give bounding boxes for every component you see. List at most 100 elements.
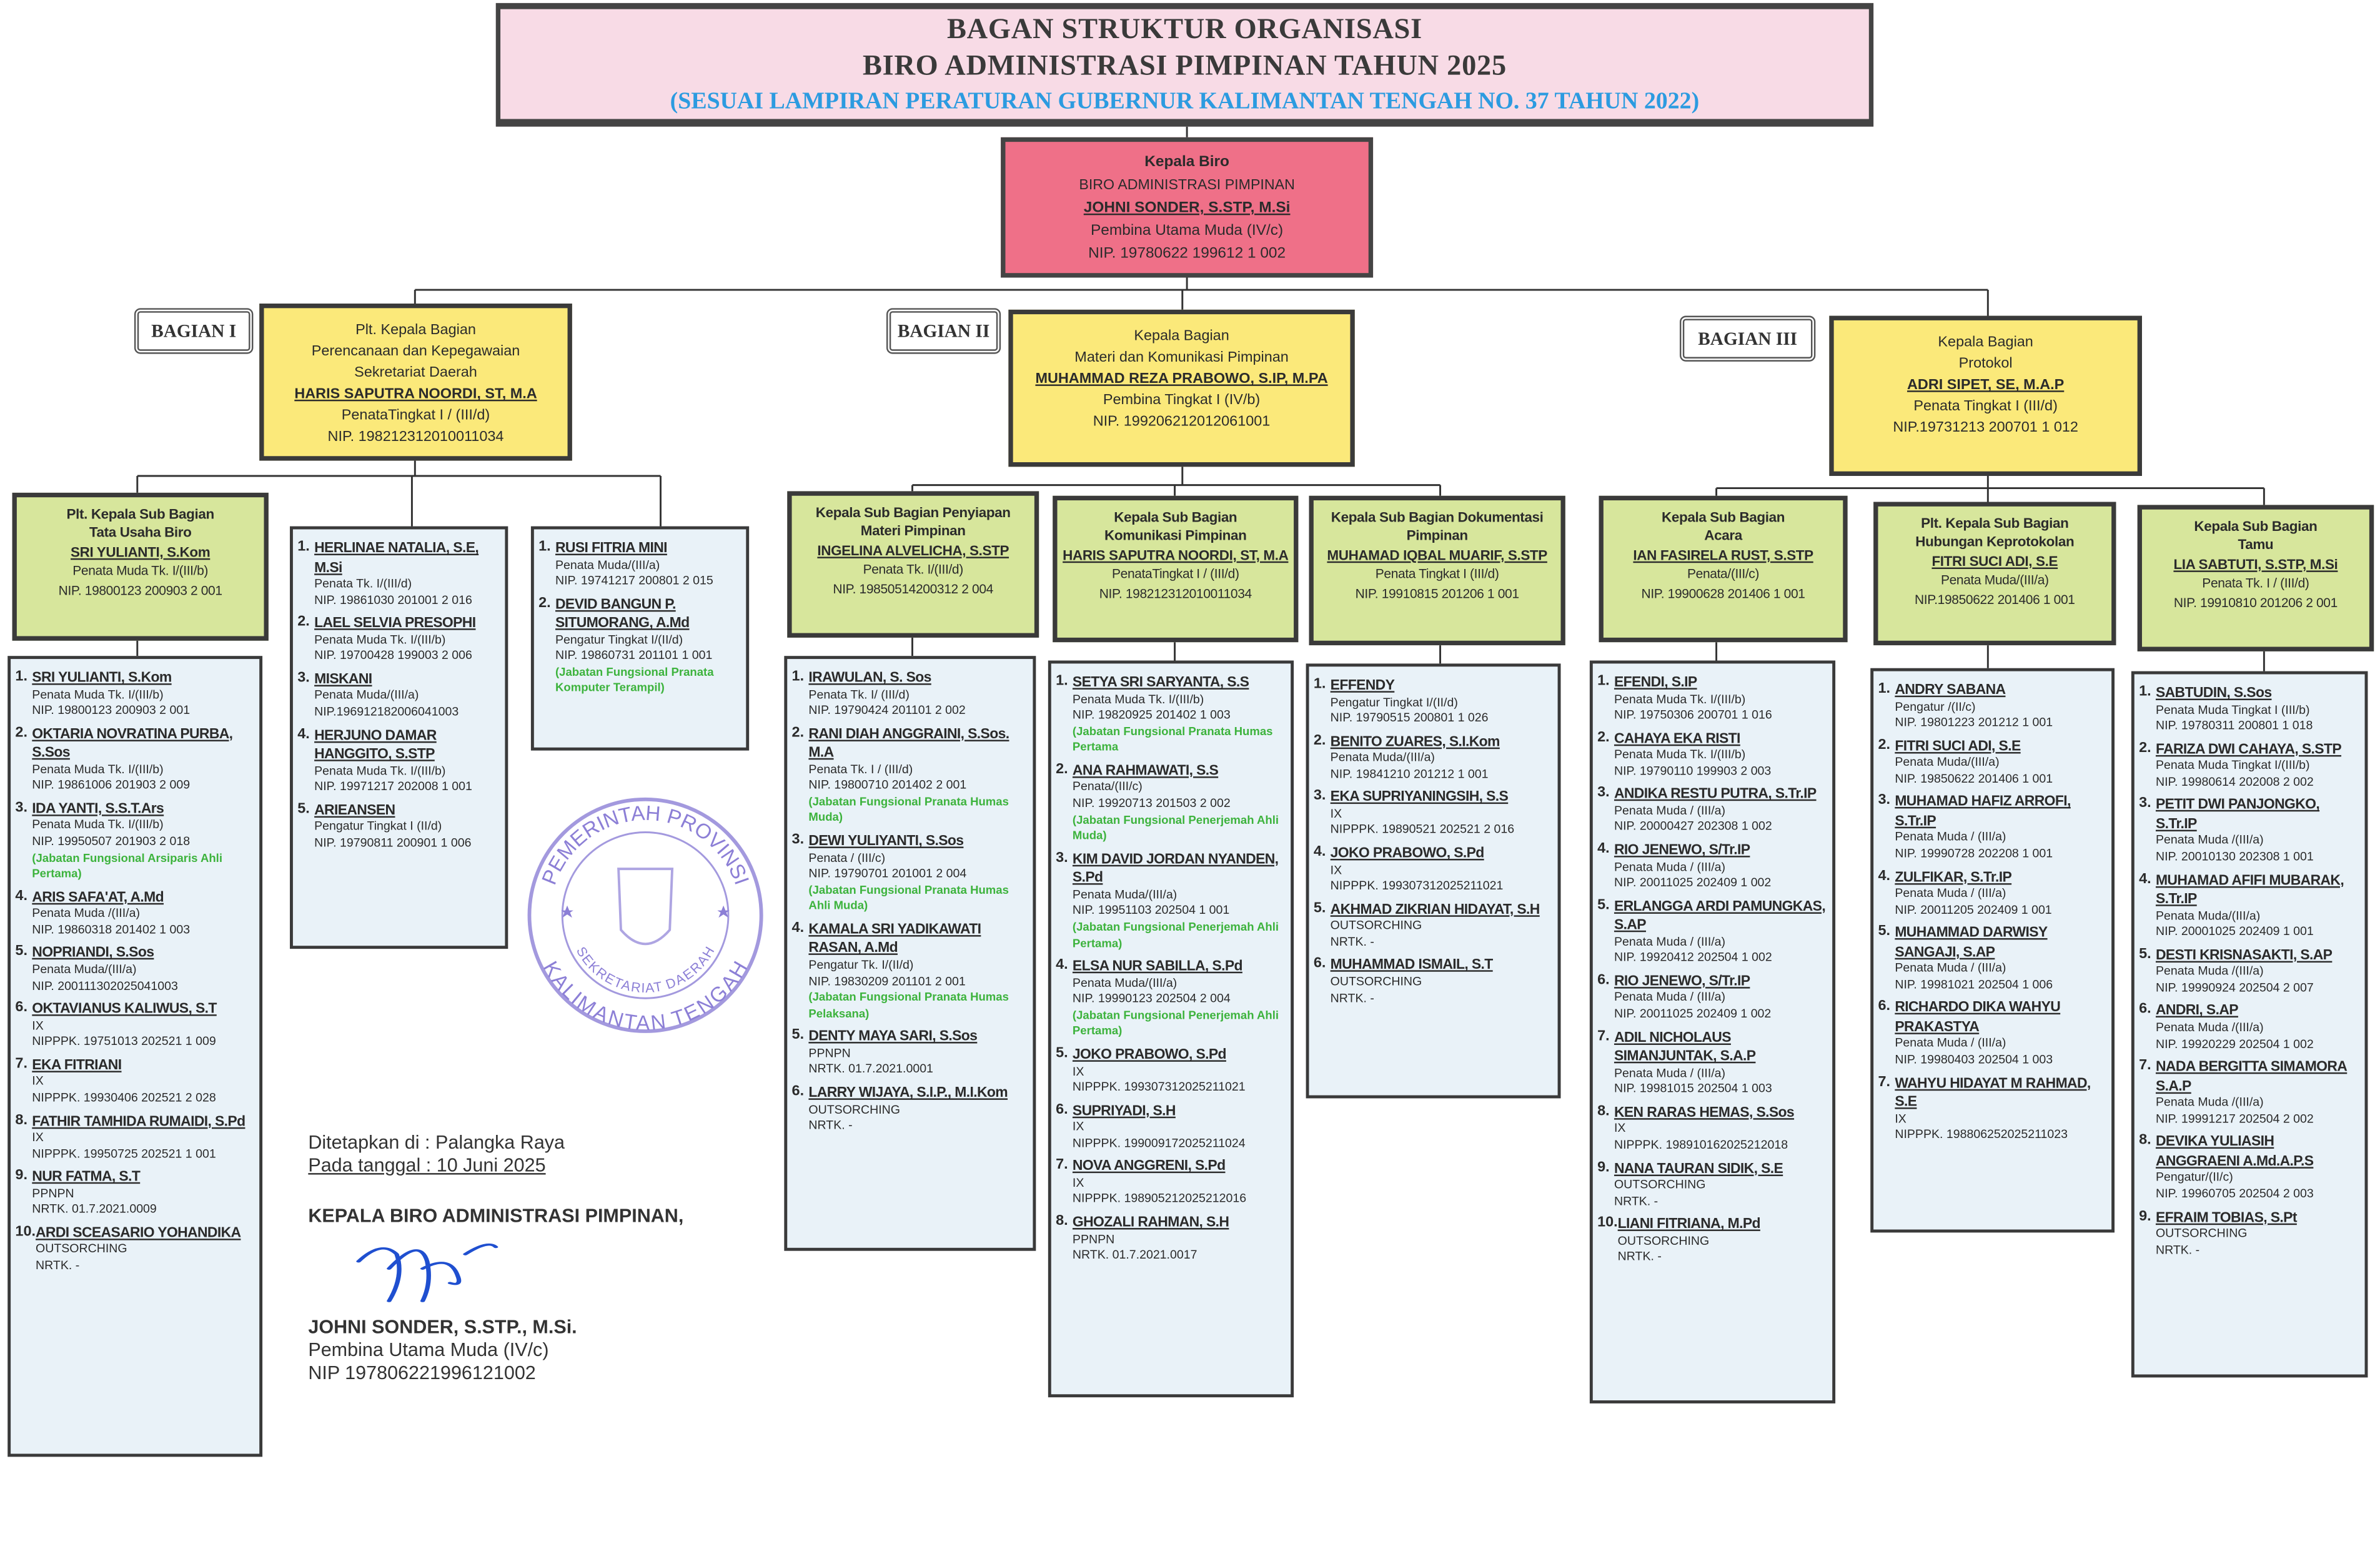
staff-name: ARDI SCEASARIO YOHANDIKA: [36, 1223, 241, 1240]
item-number: 8.: [15, 1111, 27, 1129]
signature-nip: NIP 197806221996121002: [308, 1362, 536, 1384]
person-rank: Penata Tingkat I (III/d): [1375, 566, 1499, 582]
staff-nip: NIP. 19800123 200903 2 001: [32, 703, 191, 718]
staff-name: ANDRY SABANA: [1895, 680, 2006, 698]
staff-rank: Penata Muda/(III/a): [555, 557, 660, 572]
signature-date: Pada tanggal : 10 Juni 2025: [308, 1154, 546, 1177]
staff-rank: Penata Muda / (III/a): [1895, 1036, 2006, 1051]
person-nip: NIP. 199206212012061001: [1093, 413, 1271, 430]
official-stamp: PEMERINTAH PROVINSI KALIMANTAN TENGAH SE…: [527, 797, 763, 1035]
staff-rank: Penata/(III/c): [1072, 779, 1143, 794]
staff-nip: NRTK. -: [2155, 1242, 2200, 1257]
staff-rank: Penata Tk. I/(III/d): [314, 577, 412, 591]
staff-nip: NIP. 19841210 201212 1 001: [1330, 766, 1489, 781]
item-number: 5.: [1056, 1044, 1068, 1062]
person-name: SRI YULIANTI, S.Kom: [71, 544, 211, 560]
item-number: 1.: [2139, 683, 2151, 701]
staff-name: AKHMAD ZIKRIAN HIDAYAT, S.H: [1330, 899, 1540, 917]
staff-rank: OUTSORCHING: [1330, 974, 1422, 989]
kepala-biro-unit: BIRO ADMINISTRASI PIMPINAN: [1079, 177, 1295, 194]
svg-text:KALIMANTAN TENGAH: KALIMANTAN TENGAH: [538, 958, 753, 1035]
signature-block: Ditetapkan di : Palangka Raya Pada tangg…: [308, 1132, 766, 1385]
staff-nip: NRTK. -: [36, 1258, 80, 1272]
staff-nip: NIP. 19700428 199003 2 006: [314, 648, 472, 663]
box-title-line: Plt. Kepala Bagian: [355, 322, 476, 339]
staff-rank: Pengatur Tk. I/(II/d): [808, 958, 914, 972]
staff-name: ZULFIKAR, S.Tr.IP: [1895, 867, 2012, 884]
item-number: 1.: [1597, 673, 1610, 690]
item-number: 6.: [791, 1083, 805, 1100]
item-number: 2.: [1878, 736, 1891, 753]
staff-rank: Penata Muda Tk. I/(III/b): [32, 762, 164, 776]
person-name: IAN FASIRELA RUST, S.STP: [1633, 547, 1813, 563]
staff-nip: NRTK. -: [1330, 991, 1374, 1005]
staff-functional-note: (Jabatan Fungsional Arsiparis Ahli Perta…: [32, 850, 223, 881]
staff-name: RUSI FITRIA MINI: [555, 538, 668, 555]
person-name: MUHAMAD IQBAL MUARIF, S.STP: [1327, 547, 1547, 563]
staff-name: KIM DAVID JORDAN NYANDEN, S.Pd: [1072, 849, 1279, 886]
staff-nip: NIP. 19920229 202504 1 002: [2155, 1036, 2314, 1051]
staff-name: HERJUNO DAMAR HANGGITO, S.STP: [314, 725, 437, 761]
svg-text:PEMERINTAH PROVINSI: PEMERINTAH PROVINSI: [538, 802, 753, 888]
staff-rank: IX: [1330, 863, 1342, 877]
item-number: 2.: [791, 724, 805, 741]
staff-nip: NIP. 200111302025041003: [32, 978, 178, 992]
staff-nip: NIP. 19790701 201001 2 004: [808, 866, 967, 881]
item-number: 4.: [2139, 870, 2151, 888]
item-number: 6.: [1878, 998, 1891, 1016]
person-nip: NIP. 19800123 200903 2 001: [58, 582, 222, 598]
item-number: 8.: [1597, 1102, 1610, 1120]
staff-rank: Penata Tk. I/ (III/d): [808, 687, 910, 701]
item-number: 1.: [297, 538, 310, 555]
staff-nip: NIP. 19920412 202504 1 002: [1614, 951, 1772, 965]
staff-name: DEVID BANGUN P. SITUMORANG, A.Md: [555, 594, 690, 631]
person-name: FITRI SUCI ADI, S.E: [1931, 553, 2058, 569]
staff-name: JOKO PRABOWO, S.Pd: [1330, 843, 1485, 861]
box-title-line: Tata Usaha Biro: [89, 525, 192, 541]
person-name: LIA SABTUTI, S.STP, M.Si: [2173, 556, 2338, 572]
staff-rank: Penata Muda Tk. I/(III/b): [1614, 691, 1746, 706]
staff-name: FATHIR TAMHIDA RUMAIDI, S.Pd: [32, 1111, 245, 1129]
staff-name: MISKANI: [314, 669, 372, 686]
title-line-2: BIRO ADMINISTRASI PIMPINAN TAHUN 2025: [862, 50, 1507, 82]
item-number: 6.: [1313, 955, 1326, 972]
staff-nip: NIP.196912182006041003: [314, 705, 459, 719]
staff-name: LAEL SELVIA PRESOPHI: [314, 613, 476, 631]
staff-rank: Penata Muda/(III/a): [314, 688, 419, 703]
staff-name: LARRY WIJAYA, S.I.P., M.I.Kom: [808, 1083, 1008, 1100]
staff-name: MUHAMMAD DARWISY SANGAJI, S.AP: [1895, 923, 2048, 959]
staff-rank: IX: [32, 1018, 44, 1032]
staff-rank: Penata Muda Tingkat I/(III/b): [2155, 758, 2310, 773]
staff-name: IDA YANTI, S.S.T.Ars: [32, 799, 164, 816]
staff-rank: OUTSORCHING: [36, 1242, 127, 1256]
